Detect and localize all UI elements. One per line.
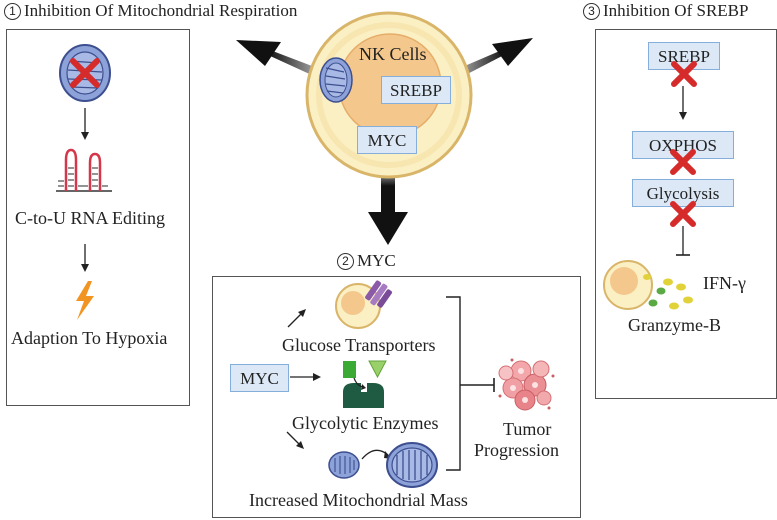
myc-to-enzymes-arrow [290,373,321,381]
rna-hairpin-icon [56,148,112,192]
glycolytic-enzymes-label: Glycolytic Enzymes [292,413,439,433]
granzyme-label: Granzyme-B [628,315,721,335]
small-mitochondrion-icon [328,451,360,479]
ifn-granule-icon [643,274,693,310]
rna-editing-label: C-to-U RNA Editing [15,208,166,228]
tumor-icon [498,358,555,411]
panel3-graphics [603,61,697,310]
panel1-number: 1 [4,2,21,20]
glucose-transporter-icon [335,280,392,329]
nk-cell-label: NK Cells [359,44,427,64]
center-srebp-tag: SREBP [381,76,451,104]
nk-cell-icon [603,260,653,310]
tumor-label-line1: Tumor [503,419,552,439]
panel1-arrow-2 [81,244,89,272]
glycolysis-inhibit-x-icon [670,201,696,227]
panel3-srebp-tag: SREBP [648,42,720,70]
panel2-title-text: MYC [357,251,396,270]
myc-to-mito-arrow [286,431,304,449]
ifn-label: IFN-γ [703,273,746,293]
granzyme-granule-icon [648,287,666,307]
panel1-graphics [56,44,112,320]
panel1-title-text: Inhibition Of Mitochondrial Respiration [24,1,298,20]
mitochondrial-mass-label: Increased Mitochondrial Mass [249,490,468,510]
panel3-title-text: Inhibition Of SREBP [603,1,749,20]
myc-to-glucose-arrow [287,309,306,328]
panel3-number: 3 [583,2,600,20]
panel3-glycolysis-tag: Glycolysis [632,179,734,207]
glucose-transporters-label: Glucose Transporters [282,335,436,355]
panel3-arrow [679,86,687,120]
large-mitochondrion-icon [386,442,438,488]
cell-mitochondrion-icon [319,57,353,103]
srebp-inhibit-x-icon [671,61,697,87]
oxphos-inhibit-x-icon [670,149,696,175]
panel2-myc-tag: MYC [230,364,289,392]
lightning-icon [76,281,94,320]
hypoxia-label: Adaption To Hypoxia [11,328,168,348]
panel2-number: 2 [337,252,354,270]
inhibited-mitochondrion-icon [59,44,111,102]
glycolytic-enzyme-icon [343,360,387,408]
arrow-to-panel2 [368,170,408,245]
panel1-arrow-1 [81,108,89,140]
panel3-inhibit-line [676,226,690,256]
inhibit-x-icon [70,58,100,88]
tumor-bracket [446,296,495,471]
tumor-label-line2: Progression [474,440,559,460]
center-myc-tag: MYC [357,126,417,154]
